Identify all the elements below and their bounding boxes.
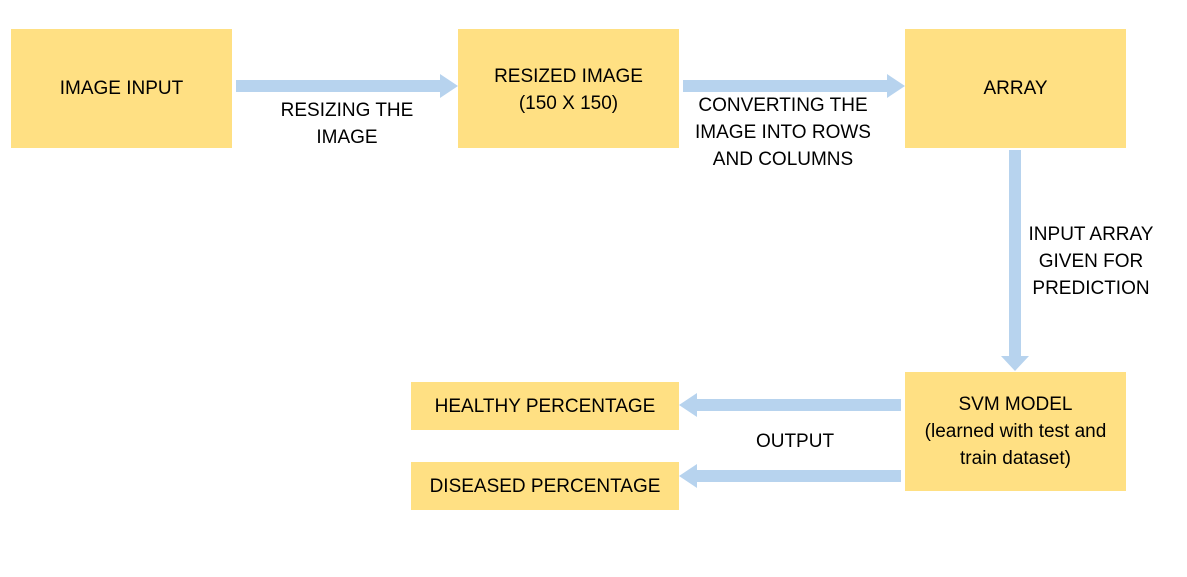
node-text-line: train dataset) (960, 448, 1071, 469)
node-text-line: SVM MODEL (958, 394, 1073, 415)
edge-label-line: RESIZING THE (280, 100, 414, 121)
arrow-svm-to-diseased (679, 464, 901, 488)
node-text-line: DISEASED PERCENTAGE (429, 475, 661, 497)
node-diseased-percentage: DISEASED PERCENTAGE (411, 462, 679, 510)
edge-label-line: PREDICTION (1032, 278, 1150, 299)
arrow-resized-to-array (683, 74, 905, 98)
edge-label-output: OUTPUT (735, 428, 855, 455)
edge-label-input-array: INPUT ARRAY GIVEN FOR PREDICTION (1016, 221, 1166, 302)
edge-label-line: AND COLUMNS (712, 149, 854, 170)
node-array: ARRAY (905, 29, 1126, 148)
edge-label-line: IMAGE (316, 127, 378, 148)
edge-label-resizing: RESIZING THE IMAGE (262, 97, 432, 151)
node-healthy-percentage: HEALTHY PERCENTAGE (411, 382, 679, 430)
edge-label-line: GIVEN FOR (1038, 251, 1144, 272)
arrow-array-to-svm (1001, 150, 1029, 371)
edge-label-line: INPUT ARRAY (1028, 224, 1154, 245)
node-text-line: (learned with test and (924, 421, 1107, 442)
node-resized-image: RESIZED IMAGE (150 X 150) (458, 29, 679, 148)
node-image-input: IMAGE INPUT (11, 29, 232, 148)
node-text-line: RESIZED IMAGE (494, 66, 643, 87)
node-text-line: IMAGE INPUT (59, 78, 184, 99)
node-text-line: ARRAY (983, 78, 1048, 99)
node-text-line: HEALTHY PERCENTAGE (434, 395, 656, 417)
edge-label-line: CONVERTING THE (698, 95, 868, 116)
node-text-line: (150 X 150) (518, 93, 619, 114)
node-svm-model: SVM MODEL (learned with test and train d… (905, 372, 1126, 491)
edge-label-line: OUTPUT (755, 431, 835, 452)
arrow-svm-to-healthy (679, 393, 901, 417)
arrow-input-to-resized (236, 74, 458, 98)
edge-label-converting: CONVERTING THE IMAGE INTO ROWS AND COLUM… (683, 92, 883, 173)
edge-label-line: IMAGE INTO ROWS (695, 122, 871, 143)
